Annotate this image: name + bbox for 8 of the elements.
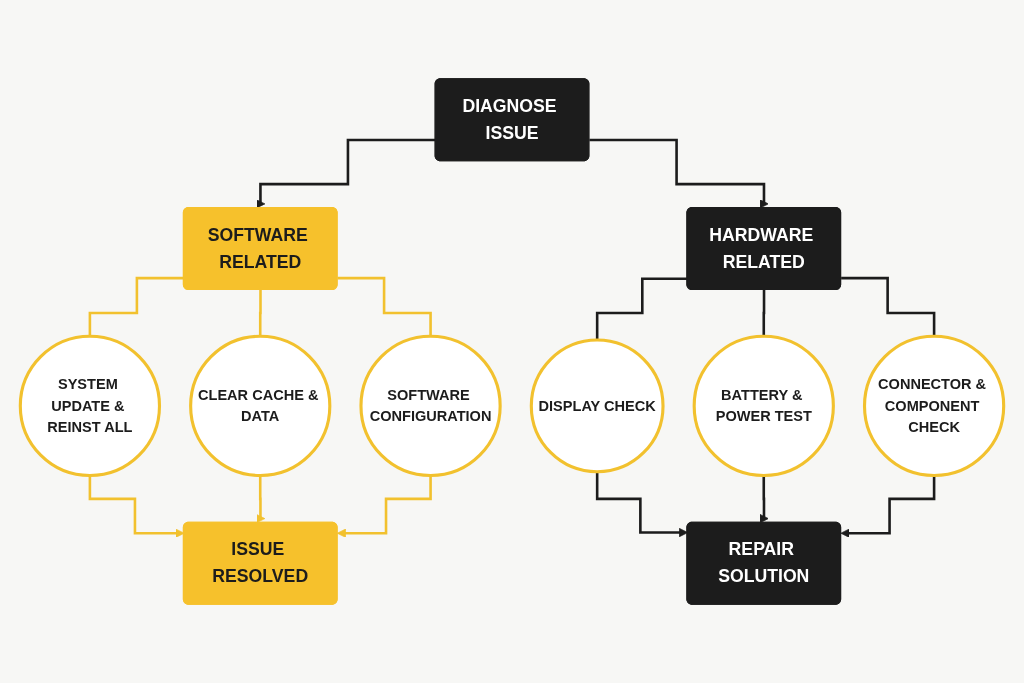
node-circle: CLEAR CACHE & DATA bbox=[189, 334, 332, 478]
node-circle: SYSTEM UPDATE & REINST ALL bbox=[18, 334, 162, 478]
arrow bbox=[256, 138, 436, 209]
node-circle: SOFTWARE CONFIGURATION bbox=[359, 334, 502, 478]
arrow bbox=[589, 138, 769, 209]
node-circle: CONNECTOR & COMPONENT CHECK bbox=[862, 334, 1006, 478]
node-circle: DISPLAY CHECK bbox=[529, 338, 665, 474]
node-circle: BATTERY & POWER TEST bbox=[692, 334, 835, 478]
